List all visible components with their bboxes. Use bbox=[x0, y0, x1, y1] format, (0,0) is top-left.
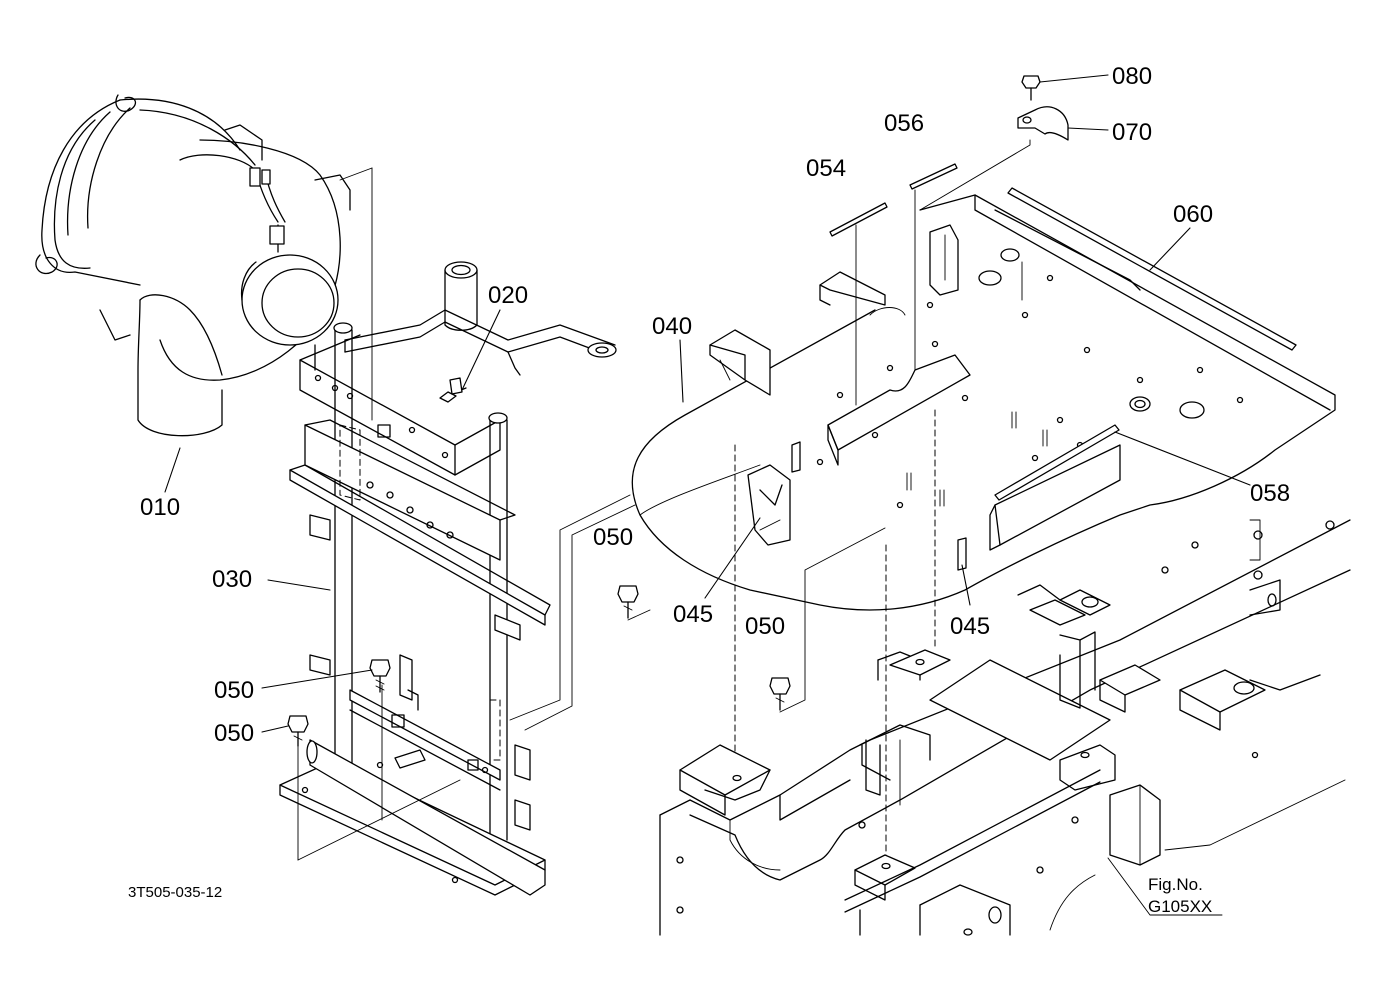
callout-040: 040 bbox=[652, 313, 692, 340]
chassis-frame bbox=[659, 519, 1351, 936]
drawing-number: 3T505-035-12 bbox=[128, 884, 222, 901]
clip-070 bbox=[1017, 106, 1069, 141]
callout-045-right: 045 bbox=[950, 613, 990, 640]
callout-056: 056 bbox=[884, 110, 924, 137]
rod-058 bbox=[994, 424, 1120, 501]
bolt-050-plate-a bbox=[617, 585, 639, 619]
fig-ref-number: G105XX bbox=[1148, 897, 1212, 916]
air-cleaner-010 bbox=[35, 94, 351, 437]
bolt-050-stand-a bbox=[369, 659, 391, 693]
callout-020: 020 bbox=[488, 282, 528, 309]
callout-080: 080 bbox=[1112, 63, 1152, 90]
strip-060 bbox=[1007, 187, 1297, 351]
base-plate-040 bbox=[631, 194, 1336, 611]
callout-045-left: 045 bbox=[673, 601, 713, 628]
bracket-020 bbox=[299, 261, 617, 476]
callout-010: 010 bbox=[140, 494, 180, 521]
fig-ref-label: Fig.No. bbox=[1148, 875, 1203, 894]
rod-054 bbox=[829, 202, 888, 237]
callout-060: 060 bbox=[1173, 201, 1213, 228]
callout-054: 054 bbox=[806, 155, 846, 182]
callout-050-stand-b: 050 bbox=[214, 720, 254, 747]
callout-070: 070 bbox=[1112, 119, 1152, 146]
stand-frame-030 bbox=[279, 322, 551, 896]
bolt-050-plate-b bbox=[769, 677, 791, 711]
rod-056 bbox=[909, 163, 958, 190]
callout-058: 058 bbox=[1250, 480, 1290, 507]
bolt-050-stand-b bbox=[287, 715, 309, 747]
bolt-080 bbox=[1021, 75, 1041, 101]
callout-050-stand-a: 050 bbox=[214, 677, 254, 704]
callout-030: 030 bbox=[212, 566, 252, 593]
callout-050-plate-a: 050 bbox=[593, 524, 633, 551]
callout-050-plate-b: 050 bbox=[745, 613, 785, 640]
